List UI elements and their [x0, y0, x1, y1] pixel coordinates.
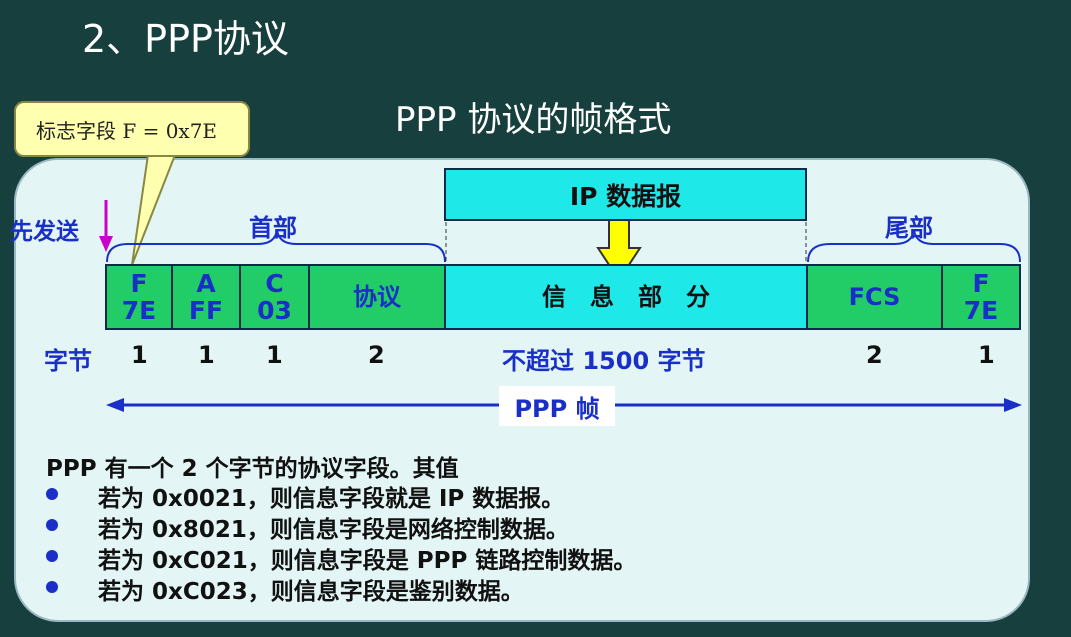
send-first-arrow-head: [99, 236, 113, 252]
field-fcs: FCS: [806, 264, 943, 330]
field-control-value: 03: [257, 296, 292, 325]
field-protocol: 协议: [308, 264, 446, 330]
bullet-icon: [46, 519, 58, 531]
field-fcs-name: FCS: [848, 282, 901, 311]
field-protocol-name: 协议: [353, 282, 401, 311]
field-flag-start-value: 7E: [121, 296, 157, 325]
bytes-label: 字节: [44, 347, 92, 375]
description-intro: PPP 有一个 2 个字节的协议字段。其值: [46, 456, 459, 482]
byte-count-information: 不超过 1500 字节: [502, 347, 706, 375]
field-flag-start: F 7E: [105, 264, 173, 330]
field-control-name: C: [265, 269, 284, 298]
description-item: 若为 0x8021，则信息字段是网络控制数据。: [98, 517, 569, 543]
field-control: C 03: [239, 264, 310, 330]
field-flag-end-name: F: [972, 269, 990, 298]
ip-datagram-box: IP 数据报: [444, 168, 807, 221]
send-first-label: 先发送: [10, 219, 79, 245]
byte-count-flag-start: 1: [131, 341, 148, 369]
frame-arrow-right-head: [1004, 398, 1022, 412]
frame-arrow-left-head: [106, 398, 124, 412]
field-address-value: FF: [188, 296, 224, 325]
trailer-brace: [807, 229, 1021, 263]
field-flag-start-name: F: [130, 269, 148, 298]
byte-count-protocol: 2: [368, 341, 385, 369]
description-item: 若为 0xC021，则信息字段是 PPP 链路控制数据。: [98, 548, 637, 574]
field-address-name: A: [196, 269, 216, 298]
byte-count-flag-end: 1: [978, 341, 995, 369]
ppp-frame-label: PPP 帧: [499, 386, 615, 426]
field-address: A FF: [171, 264, 241, 330]
flag-callout: 标志字段 F = 0x7E: [14, 101, 250, 157]
header-label: 首部: [249, 214, 297, 242]
header-brace: [106, 229, 446, 263]
bullet-icon: [46, 550, 58, 562]
diagram-title: PPP 协议的帧格式: [395, 100, 672, 140]
field-information: 信 息 部 分: [444, 264, 808, 330]
description-item: 若为 0xC023，则信息字段是鉴别数据。: [98, 579, 524, 605]
bullet-icon: [46, 488, 58, 500]
description-item: 若为 0x0021，则信息字段就是 IP 数据报。: [98, 486, 565, 512]
byte-count-address: 1: [198, 341, 215, 369]
field-flag-end: F 7E: [941, 264, 1021, 330]
field-flag-end-value: 7E: [963, 296, 999, 325]
byte-count-fcs: 2: [866, 341, 883, 369]
callout-pointer: [131, 154, 177, 266]
bullet-icon: [46, 581, 58, 593]
trailer-label: 尾部: [885, 214, 933, 242]
page-title: 2、PPP协议: [82, 17, 289, 61]
byte-count-control: 1: [266, 341, 283, 369]
field-information-name: 信 息 部 分: [542, 282, 710, 311]
